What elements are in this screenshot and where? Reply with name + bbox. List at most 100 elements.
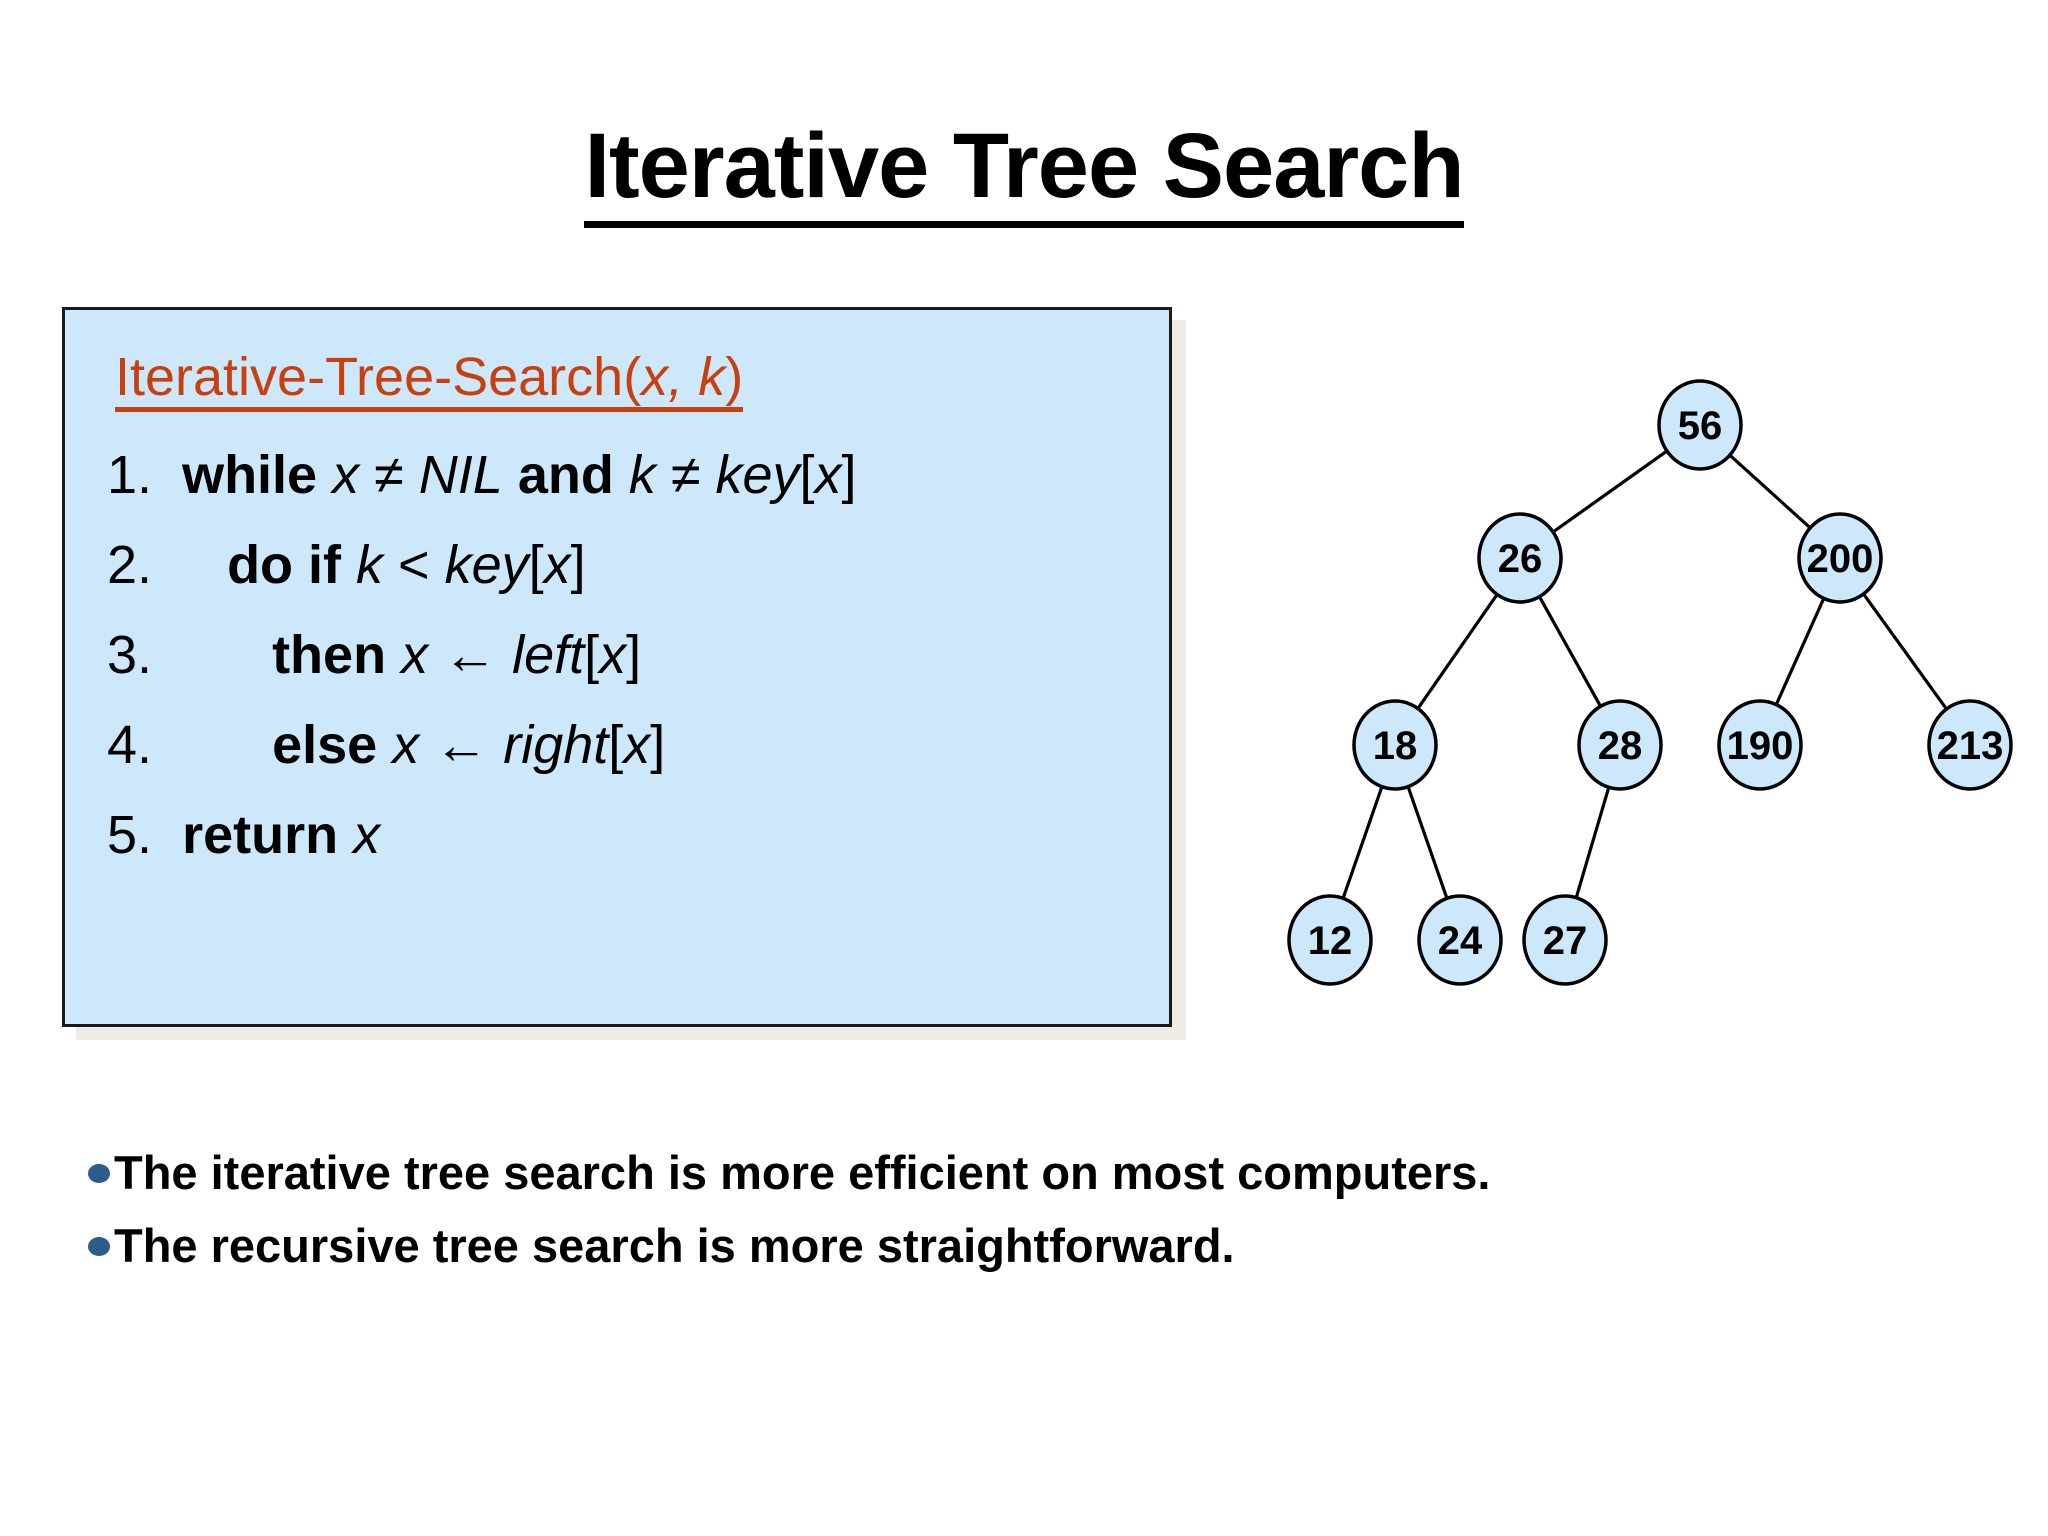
line-5-var1: x [353,805,381,865]
pseudocode-line-3: 3. then x ← left[x] [107,628,1169,682]
line-3-op1: ← [428,625,513,685]
line-3-bracket-close: ] [626,625,642,685]
line-indent-5 [152,805,182,865]
line-2-op1: < [383,535,445,595]
tree-node-18: 18 [1352,699,1438,791]
tree-node-circle [1717,699,1803,791]
line-2-bracket-close: ] [570,535,586,595]
line-1-var5: x [814,445,842,505]
list-item: The recursive tree search is more straig… [88,1218,1988,1272]
tree-node-56: 56 [1657,379,1743,471]
pseudocode-line-5: 5. return x [107,808,1169,862]
line-number-2: 2. [107,535,153,595]
tree-node-circle [1797,512,1883,604]
tree-node-circle [1657,379,1743,471]
line-3-var4: left [512,625,585,685]
line-4-var1: x [392,715,420,775]
line-4-bracket-open: [ [608,715,624,775]
line-indent-1 [152,445,182,505]
line-3-var1: x [401,625,429,685]
tree-edge-18-24 [1405,782,1450,903]
line-1-keyword: while [182,445,318,505]
bullet-text-2: The recursive tree search is more straig… [114,1218,1235,1272]
page-title-text: Iterative Tree Search [584,118,1465,228]
pseudocode-box: Iterative-Tree-Search(x, k) 1. while x ≠… [62,307,1172,1027]
bullet-list: The iterative tree search is more effici… [88,1146,1988,1294]
tree-node-circle [1417,894,1503,986]
line-2-var4: key [444,535,529,595]
tree-node-label: 56 [1678,404,1723,448]
line-1-op1: ≠ [359,445,419,505]
tree-edge-56-200 [1726,451,1814,532]
line-number-5: 5. [107,805,153,865]
tree-edge-26-18 [1414,590,1501,713]
tree-edge-56-26 [1549,447,1671,536]
line-number-3: 3. [107,625,153,685]
pseudocode-header-name: Iterative-Tree-Search [115,347,624,407]
tree-edge-200-190 [1773,594,1827,709]
pseudocode-header-arg1: x [641,347,669,407]
line-2-keyword: do if [227,535,342,595]
line-number-1: 1. [107,445,153,505]
line-4-bracket-close: ] [650,715,666,775]
pseudocode-header-open-paren: ( [623,347,642,407]
line-4-var5: x [623,715,651,775]
pseudocode-header-arg2: k [698,347,726,407]
tree-node-label: 28 [1598,724,1643,768]
tree-nodes: 56 26 200 18 28 190 213 12 24 27 [1287,379,2013,986]
tree-node-190: 190 [1717,699,1803,791]
tree-node-label: 200 [1807,537,1874,581]
line-2-bracket-open: [ [528,535,544,595]
tree-edge-200-213 [1860,590,1950,713]
tree-node-28: 28 [1577,699,1663,791]
pseudocode-line-4: 4. else x ← right[x] [107,718,1169,772]
line-2-var1: k [356,535,384,595]
line-1-bracket-open: [ [799,445,815,505]
line-4-op1: ← [419,715,504,775]
pseudocode-header: Iterative-Tree-Search(x, k) [115,350,1169,412]
line-1-var1: x [332,445,360,505]
line-3-bracket-open: [ [584,625,600,685]
binary-search-tree-diagram: 56 26 200 18 28 190 213 12 24 27 [1190,340,2030,1030]
line-4-var4: right [503,715,609,775]
page-title: Iterative Tree Search [0,118,2048,228]
line-1-bracket-close: ] [841,445,857,505]
line-3-var5: x [599,625,627,685]
line-1-var4: key [715,445,800,505]
tree-node-label: 18 [1373,724,1418,768]
tree-node-label: 26 [1498,537,1543,581]
tree-node-200: 200 [1797,512,1883,604]
tree-node-circle [1522,894,1608,986]
tree-node-213: 213 [1927,699,2013,791]
tree-node-circle [1927,699,2013,791]
line-2-var5: x [543,535,571,595]
tree-node-label: 27 [1543,919,1588,963]
line-1-var3: k [628,445,656,505]
tree-node-label: 12 [1308,919,1353,963]
bullet-dot-icon [88,1236,110,1256]
line-1-keyword2: and [502,445,629,505]
line-1-var2: NIL [418,445,503,505]
line-indent-2 [152,535,227,595]
tree-edges [1340,447,1950,903]
line-indent-4 [152,715,272,775]
line-indent-3 [152,625,272,685]
line-3-keyword: then [272,625,387,685]
tree-node-label: 190 [1727,724,1794,768]
pseudocode-header-close-paren: ) [725,347,744,407]
line-number-4: 4. [107,715,153,775]
tree-node-27: 27 [1522,894,1608,986]
line-5-keyword: return [182,805,339,865]
list-item: The iterative tree search is more effici… [88,1146,1988,1199]
tree-edge-18-12 [1340,782,1385,903]
bullet-text-1: The iterative tree search is more effici… [114,1146,1491,1199]
tree-edge-28-27 [1573,783,1612,902]
pseudocode-line-2: 2. do if k < key[x] [107,538,1169,592]
tree-node-label: 24 [1438,919,1483,963]
tree-edge-26-28 [1536,592,1604,711]
line-1-op2: ≠ [655,445,716,505]
tree-node-label: 213 [1937,724,2004,768]
pseudocode-line-1: 1. while x ≠ NIL and k ≠ key[x] [107,448,1169,502]
pseudocode-header-comma: , [668,347,699,407]
tree-node-circle [1477,512,1563,604]
